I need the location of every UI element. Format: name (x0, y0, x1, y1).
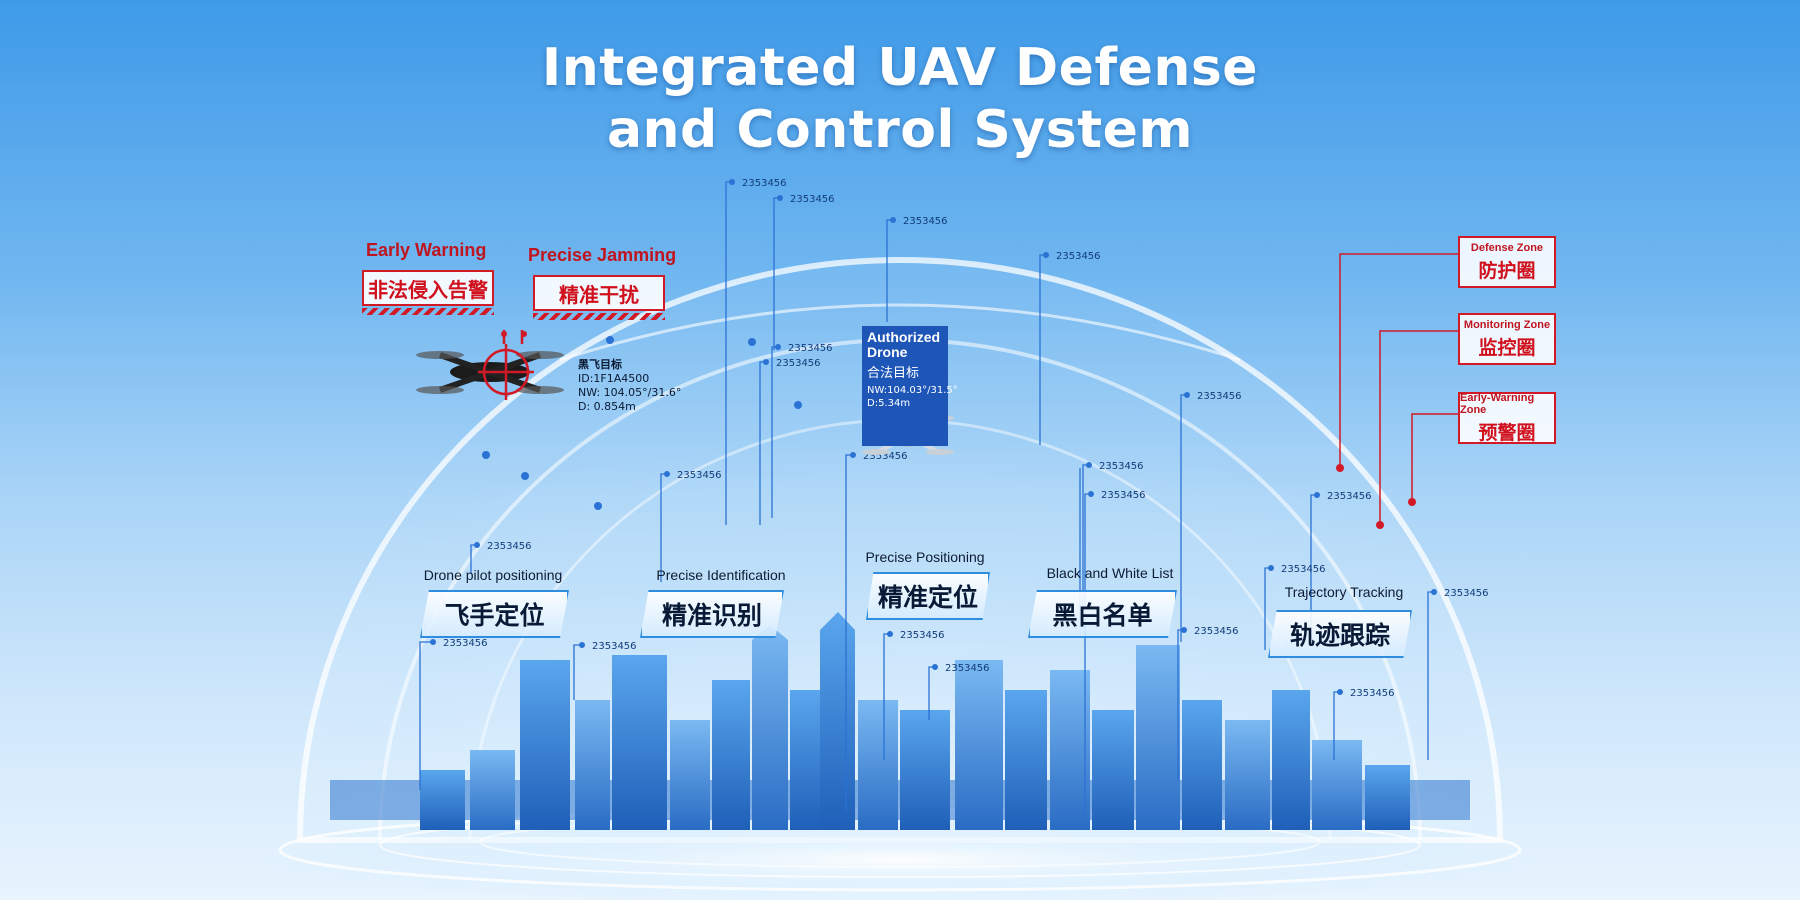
zone-leader-dots (1336, 464, 1416, 529)
function-label-trajectory: Trajectory Tracking (1284, 584, 1404, 600)
precise-jamming-box: 精准干扰 (533, 275, 665, 311)
zone-defense: Defense Zone 防护圈 (1458, 236, 1556, 288)
city-skyline (330, 612, 1470, 830)
hostile-target-id: ID:1F1A4500 (578, 372, 650, 385)
svg-text:2353456: 2353456 (677, 470, 722, 481)
zone-early-warning-en: Early-Warning Zone (1460, 391, 1535, 416)
svg-text:2353456: 2353456 (1327, 491, 1372, 502)
svg-text:2353456: 2353456 (903, 216, 948, 227)
function-label-positioning: Precise Positioning (865, 549, 985, 565)
function-box-positioning: 精准定位 (866, 572, 990, 620)
svg-text:2353456: 2353456 (592, 641, 637, 652)
authorized-drone-cn: 合法目标 (867, 366, 920, 381)
early-warning-label: Early Warning (366, 240, 487, 260)
zone-monitoring-en: Monitoring Zone (1463, 318, 1551, 331)
early-warning-stripe (362, 308, 494, 315)
function-box-blacklist: 黑白名单 (1028, 590, 1177, 638)
svg-text:2353456: 2353456 (776, 358, 821, 369)
zone-monitoring: Monitoring Zone 监控圈 (1458, 313, 1556, 365)
hostile-target-distance: D: 0.854m (578, 400, 636, 413)
crosshair-dots (501, 331, 527, 337)
svg-text:2353456: 2353456 (1056, 251, 1101, 262)
function-box-trajectory: 轨迹跟踪 (1268, 610, 1412, 658)
authorized-drone-title: Authorized Drone (867, 329, 941, 360)
svg-text:2353456: 2353456 (742, 178, 787, 189)
svg-text:2353456: 2353456 (788, 343, 833, 354)
function-box-pilot: 飞手定位 (420, 590, 569, 638)
ground-rings (260, 808, 1540, 900)
zone-leader-lines (1339, 253, 1458, 525)
sensor-dots (430, 179, 1437, 695)
authorized-drone-coord: NW:104.03°/31.5° (867, 385, 958, 396)
crosshair-icon (478, 330, 534, 400)
page-title-line2: and Control System (606, 100, 1194, 160)
svg-text:2353456: 2353456 (900, 630, 945, 641)
function-box-identification: 精准识别 (640, 590, 784, 638)
function-label-identification: Precise Identification (656, 567, 786, 583)
svg-text:2353456: 2353456 (443, 638, 488, 649)
svg-text:2353456: 2353456 (1194, 626, 1239, 637)
svg-text:2353456: 2353456 (790, 194, 835, 205)
svg-text:2353456: 2353456 (863, 451, 908, 462)
function-label-pilot: Drone pilot positioning (423, 567, 563, 583)
precise-jamming-stripe (533, 313, 665, 320)
function-label-blacklist: Black and White List (1046, 565, 1174, 581)
svg-text:2353456: 2353456 (487, 541, 532, 552)
authorized-drone-card: Authorized Drone 合法目标 NW:104.03°/31.5° D… (862, 326, 958, 446)
svg-text:2353456: 2353456 (1101, 490, 1146, 501)
early-warning-box: 非法侵入告警 (362, 270, 494, 306)
zone-early-warning: Early-Warning Zone 预警圈 (1458, 392, 1556, 444)
svg-text:2353456: 2353456 (1197, 391, 1242, 402)
svg-text:2353456: 2353456 (1350, 688, 1395, 699)
zone-early-warning-cn: 预警圈 (1478, 421, 1536, 444)
hostile-target-name: 黑飞目标 (578, 358, 622, 371)
hostile-target-coord: NW: 104.05°/31.6° (578, 386, 682, 399)
zone-monitoring-cn: 监控圈 (1478, 336, 1536, 359)
hostile-target-info: 黑飞目标 ID:1F1A4500 NW: 104.05°/31.6° D: 0.… (578, 358, 681, 414)
svg-text:2353456: 2353456 (1099, 461, 1144, 472)
zone-defense-cn: 防护圈 (1478, 259, 1536, 282)
sensor-codes: 2353456 2353456 2353456 2353456 2353456 … (443, 178, 1489, 699)
page-title-line1: Integrated UAV Defense (541, 38, 1259, 98)
svg-text:2353456: 2353456 (945, 663, 990, 674)
svg-text:2353456: 2353456 (1281, 564, 1326, 575)
zone-defense-en: Defense Zone (1470, 241, 1544, 254)
authorized-drone-distance: D:5.34m (867, 398, 911, 409)
svg-text:2353456: 2353456 (1444, 588, 1489, 599)
precise-jamming-label: Precise Jamming (528, 245, 677, 265)
